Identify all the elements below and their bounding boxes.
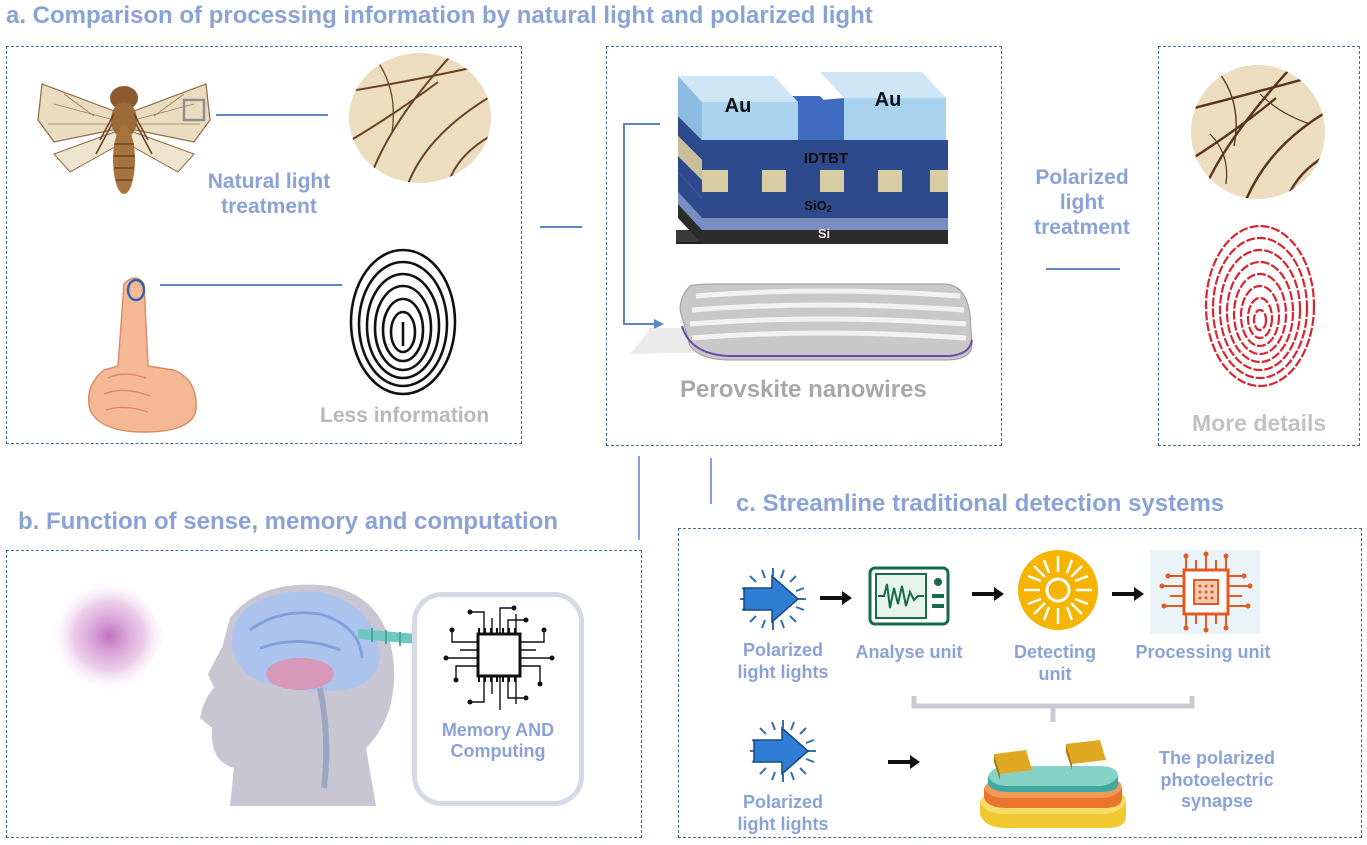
idtbt-label: IDTBT [804,150,848,167]
wing-detail-image [349,53,491,183]
analyser-icon [868,566,950,626]
sio2-label: SiO [804,198,826,213]
more-details-label: More details [1192,410,1327,436]
connector-line [160,284,342,286]
panel-a-natural-box [6,46,522,444]
arrow-right-icon [888,755,920,769]
connector-line [638,456,640,540]
arrow-right-icon [972,587,1004,601]
synapse-label: The polarized photoelectric synapse [1158,748,1275,812]
si-label: Si [818,226,830,241]
arrow-right-icon [1112,587,1144,601]
heading-a: a. Comparison of processing information … [6,2,873,29]
human-head-brain-image [200,584,395,806]
heading-c: c. Streamline traditional detection syst… [736,490,1225,517]
polarized-light-label: Polarized light treatment [1034,166,1130,239]
perovskite-nanowires-label: Perovskite nanowires [680,376,927,403]
panel-c-box [678,528,1362,838]
sio2-subscript: 2 [827,204,832,214]
connector-line [216,114,328,116]
heading-b: b. Function of sense, memory and computa… [18,508,559,535]
chip-icon [443,605,555,710]
au-left-label: Au [725,95,752,117]
polarized-light-icon [750,720,816,782]
svg-text:SiO2: SiO2 [804,198,831,214]
grouping-bracket [911,696,1195,722]
memory-computing-chip-box [412,592,584,806]
less-information-label: Less information [320,404,490,427]
panel-b-box [6,550,642,838]
natural-light-label: Natural light treatment [207,170,331,218]
step-label-processing-unit: Processing unit [1135,642,1271,662]
device-diagram: Au Au IDTBT SiO2 Si [623,72,973,361]
connector-line [540,226,582,228]
step-label-detecting-unit: Detecting unit [1013,642,1096,684]
memory-computing-label: Memory AND Computing [441,720,555,762]
au-right-label: Au [875,89,902,111]
fingerprint-black-image [349,248,457,396]
fingerprint-red-image [1204,224,1316,388]
step-label-analyse-unit: Analyse unit [855,642,963,662]
cicada-icon [37,83,211,194]
arrow-right-icon [820,591,852,605]
photoelectric-synapse-image [980,740,1126,828]
detecting-unit-icon [1018,550,1098,630]
light-source-glow [50,579,168,693]
bottom-source-label: Polarized light lights [737,792,829,834]
finger-icon [87,277,197,433]
processing-unit-icon [1150,550,1260,634]
wing-detail-image-enhanced [1191,65,1325,199]
polarized-light-icon [740,568,806,630]
connector-line [1046,268,1120,270]
panel-a-device-box [606,46,1002,446]
panel-a-polarized-box [1158,46,1360,446]
connector-line [710,458,712,504]
step-label-polarized-light: Polarized light lights [737,640,829,682]
